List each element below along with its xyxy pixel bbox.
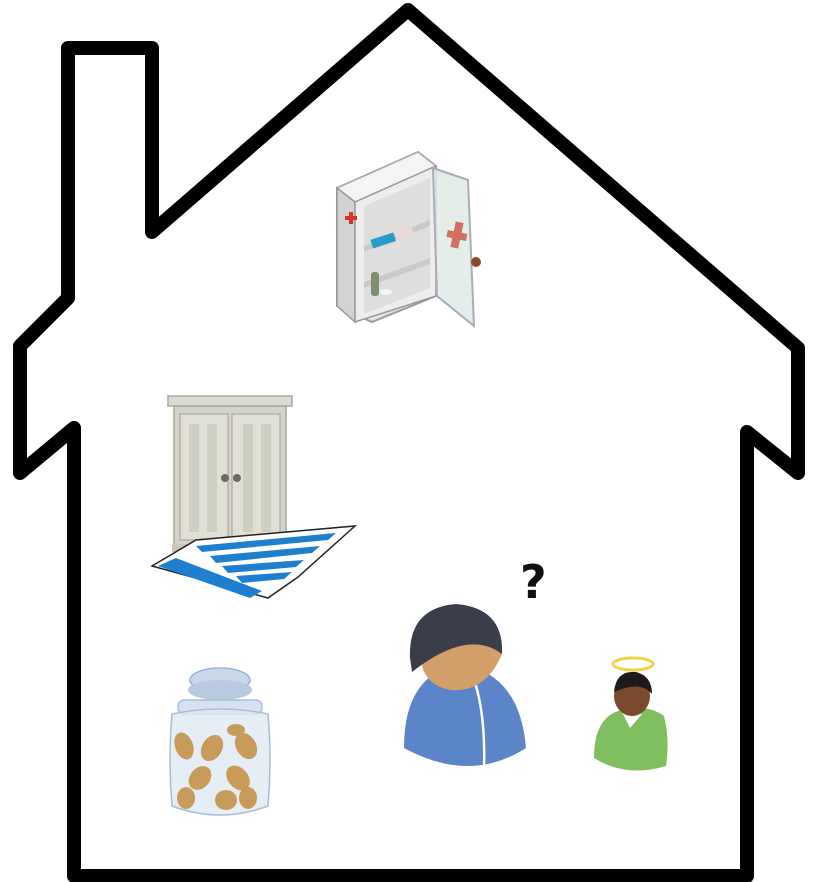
cookie-jar-icon xyxy=(169,667,271,816)
person-beanie-icon xyxy=(404,604,526,771)
medicine-cabinet-icon xyxy=(335,150,481,329)
angel-child-icon xyxy=(594,656,668,771)
wardrobe-icon xyxy=(167,395,293,552)
house-outline xyxy=(13,3,805,882)
striped-towel-icon xyxy=(150,525,358,599)
question-mark: ? xyxy=(520,555,547,609)
